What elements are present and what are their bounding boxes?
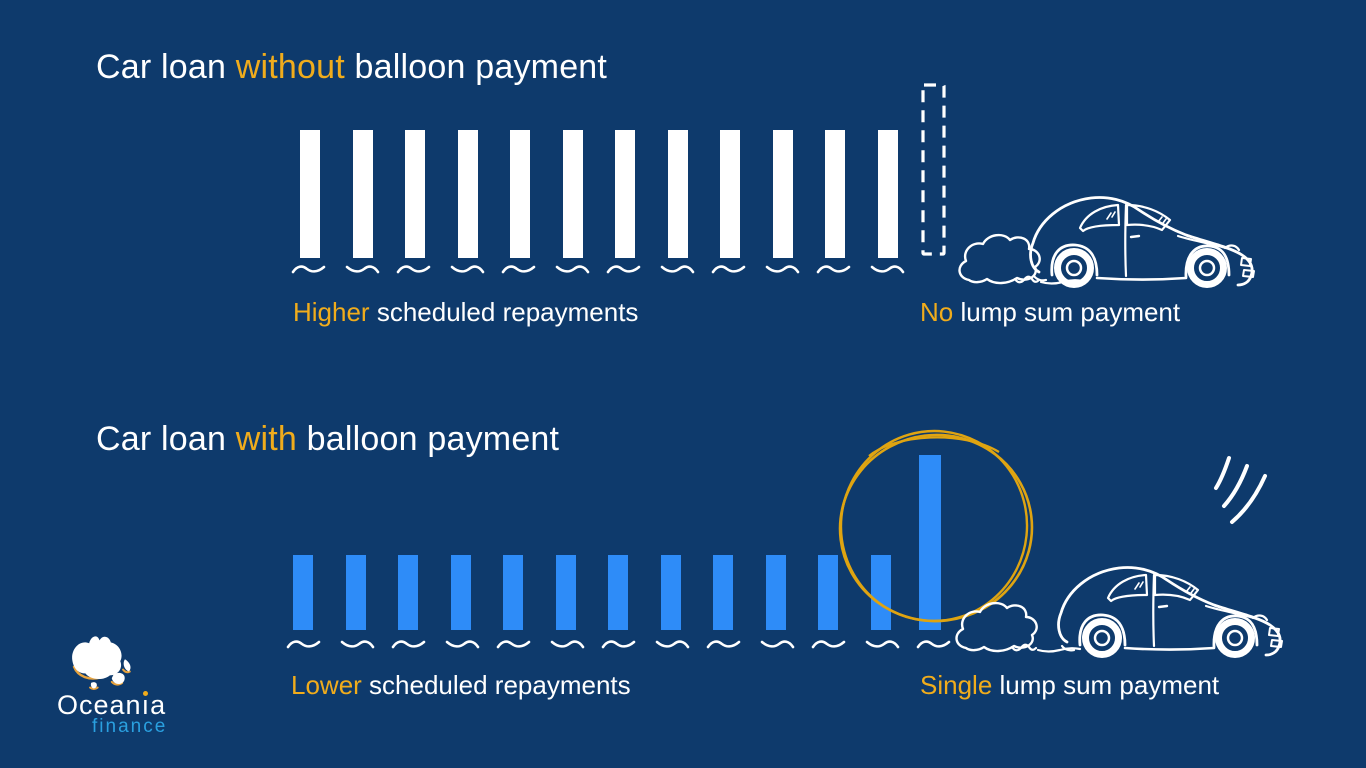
wave-underline-icon [601,640,636,649]
repayment-bar [667,130,688,258]
wave-underline-icon [655,640,689,649]
caption-highlight: No [920,297,954,327]
logo-text: Ocean [57,690,142,720]
title-text: balloon payment [297,420,560,458]
wave-underline-icon [606,265,641,274]
wave-underline-icon [711,265,746,274]
wave-underline-icon [550,640,584,649]
repayment-bar [300,130,320,258]
wave-underline-icon [286,640,321,649]
beetle-car-icon [1056,562,1286,662]
wave-underline-icon [555,265,589,274]
wave-underline-icon [816,265,851,274]
caption-text: lump sum payment [953,297,1181,327]
repayment-bar [608,555,628,630]
repayment-bar [615,130,635,258]
dashed-balloon-bar [921,83,946,256]
wave-underline-icon [501,265,536,274]
repayment-bar [345,555,366,630]
caption-highlight: Single [920,670,993,700]
bottom-right-caption: Single lump sum payment [920,670,1219,701]
top-left-caption: Higher scheduled repayments [293,297,638,328]
wave-underline-icon [760,640,794,649]
wave-underline-icon [345,265,379,274]
repayment-bar [818,555,838,630]
repayment-bar [660,555,681,630]
title-highlight: with [235,420,298,458]
wave-underline-icon [660,265,694,274]
wave-underline-icon [765,265,799,274]
sound-waves-icon [1214,456,1267,524]
repayment-bar [713,555,733,630]
balloon-payment-bar [919,455,941,630]
caption-text: scheduled repayments [361,670,631,700]
repayment-bar [772,130,793,258]
repayment-bar [825,130,845,258]
australia-map-icon [72,636,131,691]
wave-underline-icon [496,640,531,649]
top-repayment-bars [300,130,898,258]
balloon-circle-icon [838,429,1034,623]
caption-highlight: Higher [293,297,370,327]
wave-underline-icon [811,640,846,649]
wave-underline-icon [706,640,741,649]
wave-underline-icon [396,265,431,274]
title-highlight: without [235,48,345,86]
top-section-title: Car loan without balloon payment [96,48,607,87]
wave-underline-icon [291,265,326,274]
logo-wordmark: Oceanıa [57,690,166,721]
title-text: Car loan [96,48,236,86]
repayment-bar [503,555,523,630]
top-wave-underlines [291,262,905,276]
bottom-left-caption: Lower scheduled repayments [291,670,631,701]
wave-underline-icon [916,640,951,649]
wave-underline-icon [450,265,484,274]
beetle-car-icon [1028,192,1258,292]
wave-underline-icon [870,265,904,274]
repayment-bar [293,555,313,630]
bottom-repayment-bars [293,555,891,630]
caption-text: scheduled repayments [369,297,639,327]
title-text: Car loan [96,420,236,458]
logo-text: a [150,690,167,720]
repayment-bar [398,555,418,630]
repayment-bar [870,555,891,630]
logo-subtitle: finance [92,716,168,737]
wave-underline-icon [340,640,374,649]
wave-underline-icon [865,640,899,649]
repayment-bar [555,555,576,630]
wave-underline-icon [391,640,426,649]
title-text: balloon payment [344,48,608,86]
repayment-bar [562,130,583,258]
repayment-bar [405,130,425,258]
repayment-bar [352,130,373,258]
caption-text: lump sum payment [992,670,1220,700]
bottom-section-title: Car loan with balloon payment [96,420,559,459]
repayment-bar [510,130,530,258]
repayment-bar [877,130,898,258]
repayment-bar [765,555,786,630]
logo-i-orange-dot: ı [141,690,151,720]
repayment-bar [720,130,740,258]
caption-highlight: Lower [291,670,362,700]
repayment-bar [450,555,471,630]
wave-underline-icon [445,640,479,649]
top-right-caption: No lump sum payment [920,297,1180,328]
repayment-bar [457,130,478,258]
bottom-wave-underlines [286,637,952,651]
